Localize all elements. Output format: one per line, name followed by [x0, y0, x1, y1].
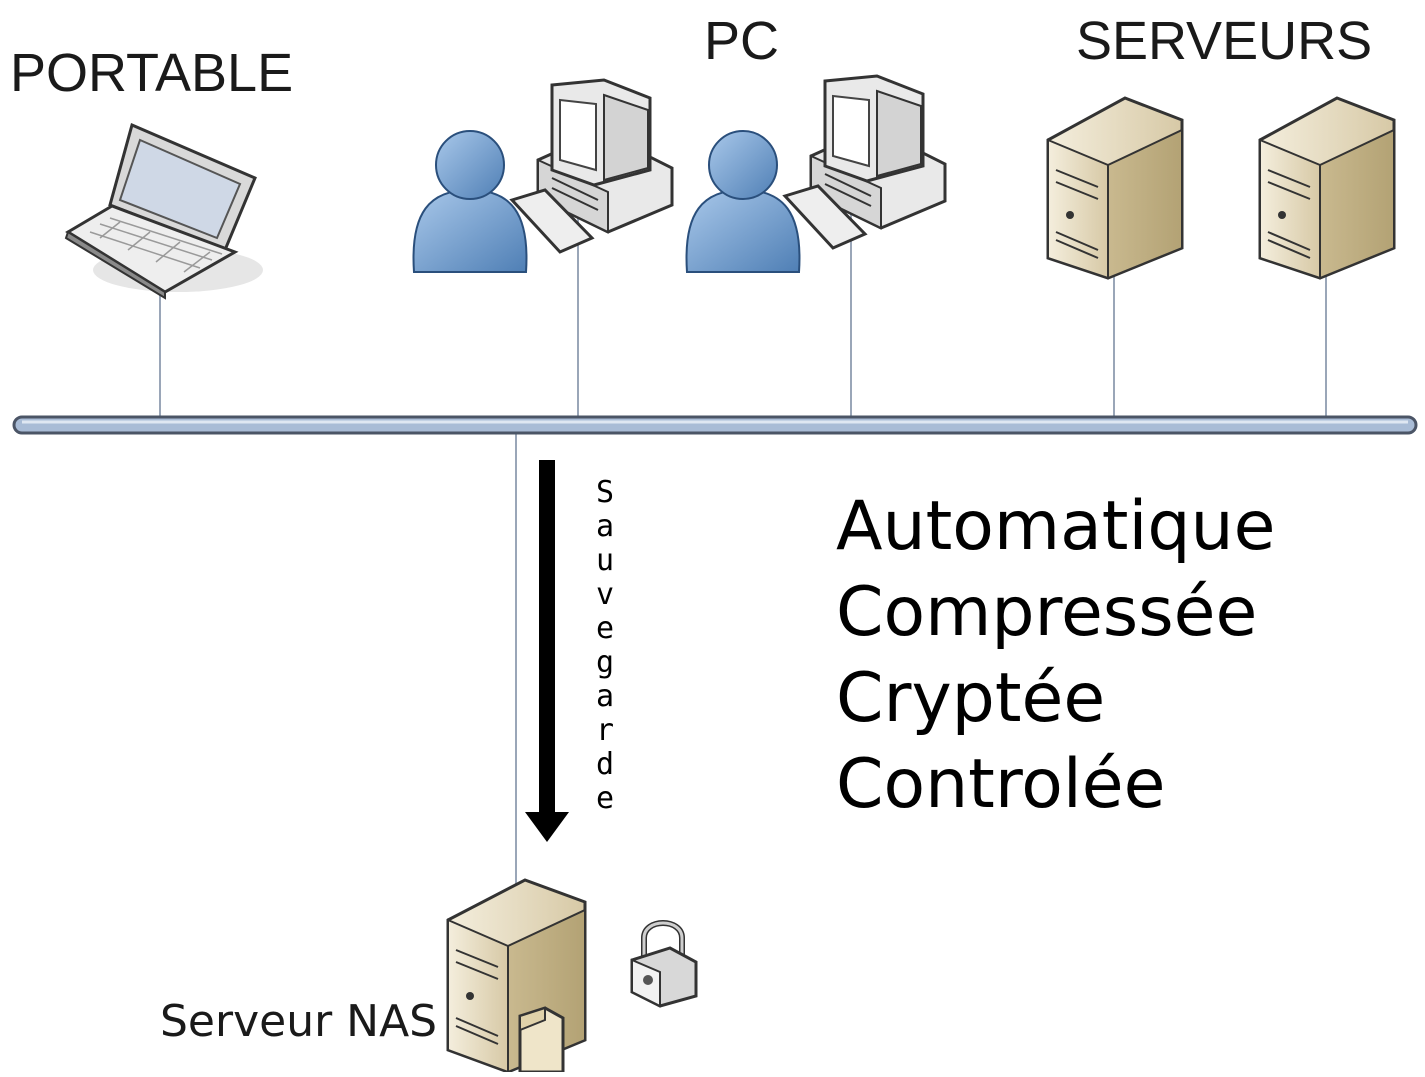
arrow-label-letter: e	[595, 611, 615, 646]
arrow-label-letter: u	[595, 543, 615, 578]
user-pc-group-1	[412, 78, 674, 273]
user-pc-group-2	[685, 74, 947, 273]
arrow-label-letter: r	[595, 713, 615, 748]
person-icon	[685, 130, 801, 273]
feature-item: Cryptée	[836, 659, 1106, 738]
server-tower-icon	[1258, 96, 1396, 280]
network-bus	[12, 415, 1418, 435]
person-icon	[412, 130, 528, 273]
feature-item: Compressée	[836, 573, 1258, 652]
desktop-pc-icon	[509, 78, 674, 254]
label-portable: PORTABLE	[10, 43, 294, 103]
feature-list: Automatique Compressée Cryptée Controlée	[836, 484, 1275, 828]
arrow-label-letter: a	[595, 679, 615, 714]
label-nas-server: Serveur NAS	[160, 996, 438, 1047]
desktop-pc-icon	[782, 74, 947, 250]
arrow-label-letter: d	[595, 747, 615, 782]
label-serveurs: SERVEURS	[1076, 11, 1373, 71]
arrow-down-icon	[525, 460, 569, 842]
feature-item: Controlée	[836, 745, 1166, 824]
folder-icon	[518, 1006, 565, 1074]
arrow-label-letter: e	[595, 781, 615, 816]
feature-item: Automatique	[836, 487, 1276, 566]
label-pc: PC	[704, 11, 780, 71]
arrow-label-letter: a	[595, 509, 615, 544]
arrow-label-letter: S	[595, 475, 615, 510]
arrow-label-letter: v	[595, 577, 615, 612]
laptop-icon	[64, 122, 263, 300]
server-tower-icon	[1046, 96, 1184, 280]
padlock-icon	[630, 920, 698, 1008]
arrow-label-letter: g	[595, 645, 615, 680]
